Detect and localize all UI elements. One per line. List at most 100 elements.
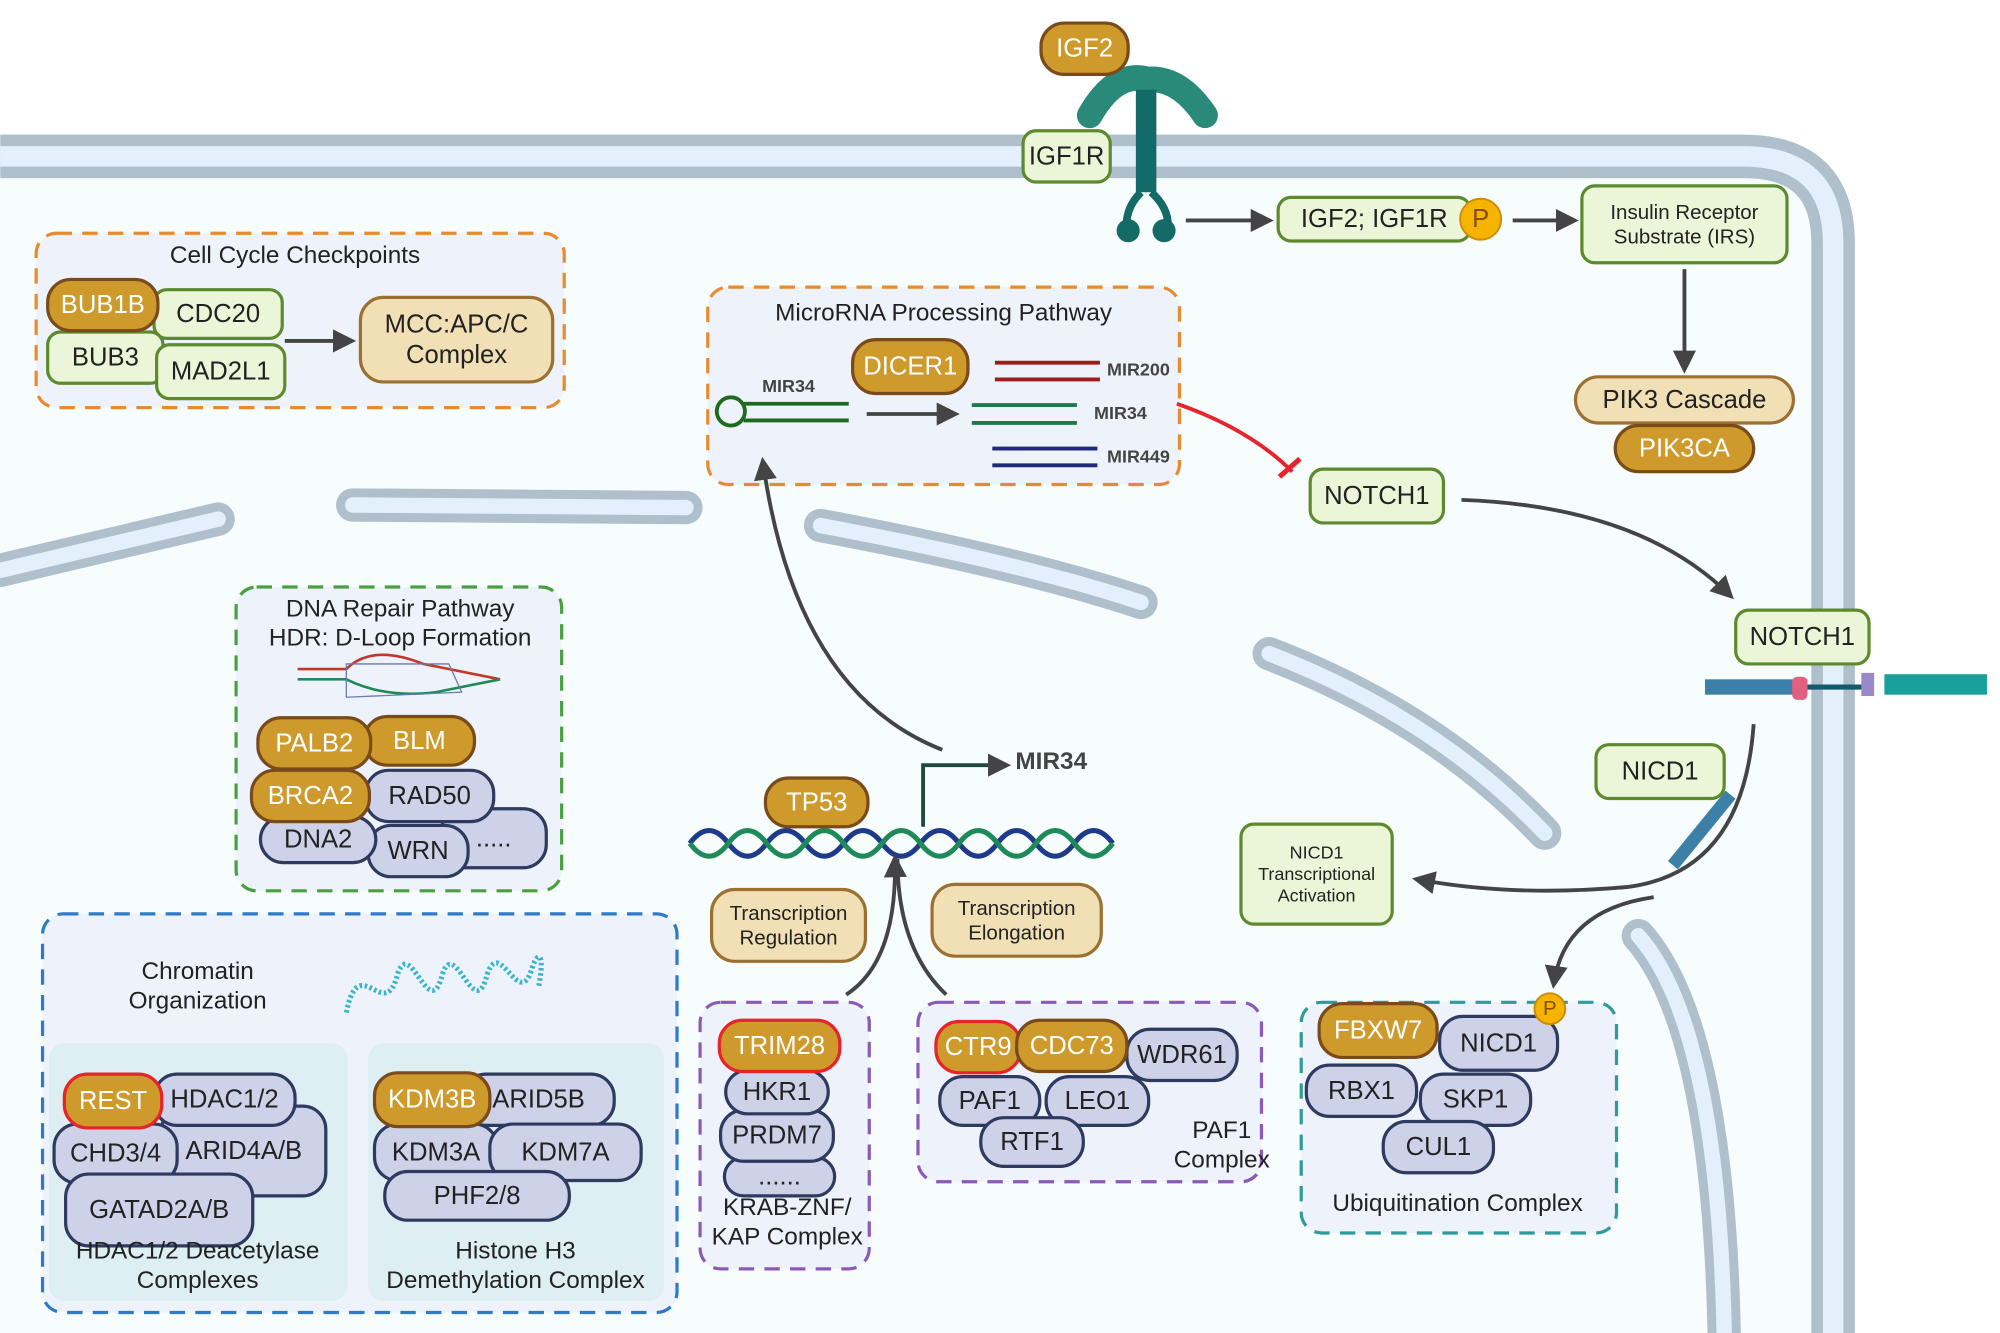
mirna-label-mir449: MIR449: [1107, 447, 1170, 467]
node-wdr61[interactable]: WDR61: [1125, 1027, 1239, 1083]
node-label: RBX1: [1328, 1077, 1395, 1105]
node-box: [64, 1172, 255, 1248]
node-box: [979, 1116, 1085, 1168]
node-rbx1[interactable]: RBX1: [1304, 1063, 1419, 1118]
arrow-mir34-transcription: [921, 753, 1012, 827]
node-label: NICD1: [1460, 1029, 1537, 1057]
node-box: [1734, 608, 1871, 666]
er-tubes: [0, 488, 1741, 1333]
node-prdm7[interactable]: PRDM7: [718, 1108, 835, 1163]
node-blm[interactable]: BLM: [362, 714, 477, 767]
node-label: MAD2L1: [171, 358, 271, 386]
node-label: PIK3CA: [1639, 435, 1731, 463]
node-box: [1613, 423, 1756, 474]
node-box: [1015, 1018, 1129, 1074]
node-bub1b[interactable]: BUB1B: [46, 277, 160, 333]
node-label: CUL1: [1406, 1133, 1472, 1161]
node-fbxw7[interactable]: FBXW7: [1317, 1001, 1439, 1060]
node-box: [1580, 184, 1789, 265]
node-dicer1[interactable]: DICER1: [850, 338, 970, 396]
arrow-nicd1-to-ubiquitination: [1544, 895, 1654, 989]
node-pik3[interactable]: PIK3 Cascade: [1573, 375, 1795, 425]
node-label: IGF2; IGF1R: [1301, 205, 1448, 233]
arrow-krab-to-dna: [845, 854, 907, 997]
node-ctr9[interactable]: CTR9: [934, 1019, 1023, 1075]
node-palb2[interactable]: PALB2: [256, 716, 373, 771]
node-label: PALB2: [275, 729, 353, 757]
node-label: HDAC1/2: [170, 1086, 278, 1114]
node-box: [1381, 1119, 1496, 1175]
mirna-label-precursor: MIR34: [762, 376, 815, 396]
node-label: WRN: [387, 837, 448, 865]
node-trim28[interactable]: TRIM28: [717, 1018, 842, 1074]
node-skp1[interactable]: SKP1: [1418, 1072, 1533, 1127]
node-rad50[interactable]: RAD50: [363, 768, 496, 824]
node-pik3ca[interactable]: PIK3CA: [1613, 423, 1756, 474]
node-label: RAD50: [388, 782, 471, 810]
node-label: TRIM28: [734, 1032, 825, 1060]
mirna-hairpin-icons: [714, 360, 1100, 468]
node-label: FBXW7: [1334, 1017, 1422, 1045]
node-label: ARID5B: [492, 1086, 585, 1114]
node-mad2l1[interactable]: MAD2L1: [155, 343, 287, 401]
node-dna2[interactable]: DNA2: [258, 814, 378, 865]
node-nicd1[interactable]: NICD1: [1594, 743, 1726, 801]
node-gatad2[interactable]: GATAD2A/B: [64, 1172, 255, 1248]
node-box: [155, 343, 287, 401]
phospho-icon: P: [1459, 197, 1503, 241]
node-label: KDM3B: [388, 1086, 476, 1114]
node-tp53[interactable]: TP53: [763, 776, 870, 829]
node-igf2[interactable]: IGF2: [1039, 21, 1130, 76]
node-hdac12[interactable]: HDAC1/2: [152, 1072, 297, 1127]
arrow-notch1-to-membrane: [1461, 497, 1734, 600]
node-igf1r[interactable]: IGF1R: [1021, 129, 1112, 184]
node-kdm3b[interactable]: KDM3B: [372, 1071, 492, 1129]
node-leo1[interactable]: LEO1: [1044, 1075, 1151, 1127]
node-label: ......: [758, 1163, 801, 1191]
node-hkr1[interactable]: HKR1: [724, 1068, 830, 1116]
node-label: DNA2: [284, 826, 352, 854]
node-label: RTF1: [1000, 1128, 1064, 1156]
arrows: [284, 208, 1756, 997]
node-cdc73[interactable]: CDC73: [1015, 1018, 1129, 1074]
node-label: NOTCH1: [1324, 482, 1429, 510]
node-cul1[interactable]: CUL1: [1381, 1119, 1496, 1175]
node-chd34[interactable]: CHD3/4: [52, 1122, 179, 1185]
node-label: CTR9: [945, 1033, 1012, 1061]
node-label: .....: [476, 824, 512, 852]
arrow-tp53-to-microrna: [753, 456, 944, 752]
node-label: SKP1: [1443, 1086, 1509, 1114]
node-paf1[interactable]: PAF1: [938, 1075, 1042, 1127]
node-cdc20[interactable]: CDC20: [152, 288, 284, 340]
node-label: NICD1: [1622, 758, 1699, 786]
node-box: [372, 1071, 492, 1129]
node-wrn[interactable]: WRN: [366, 823, 470, 879]
node-bub3[interactable]: BUB3: [46, 330, 165, 385]
node-brca2[interactable]: BRCA2: [249, 768, 371, 824]
node-kdm7a[interactable]: KDM7A: [488, 1122, 643, 1183]
inhibition-mir34-notch1: [1176, 401, 1294, 474]
node-rtf1[interactable]: RTF1: [979, 1116, 1085, 1168]
node-box: [1573, 375, 1795, 425]
node-box: [1304, 1063, 1419, 1118]
node-box: [710, 887, 868, 963]
node-rest[interactable]: REST: [62, 1072, 164, 1130]
node-notch1a[interactable]: NOTCH1: [1308, 467, 1446, 525]
node-notch1b[interactable]: NOTCH1: [1734, 608, 1871, 666]
node-label: HKR1: [743, 1078, 811, 1106]
node-krabdots[interactable]: ......: [722, 1155, 837, 1198]
node-igf2igf1r[interactable]: IGF2; IGF1R P: [1276, 195, 1503, 243]
node-box: [1317, 1001, 1439, 1060]
node-phf28[interactable]: PHF2/8: [383, 1169, 571, 1222]
